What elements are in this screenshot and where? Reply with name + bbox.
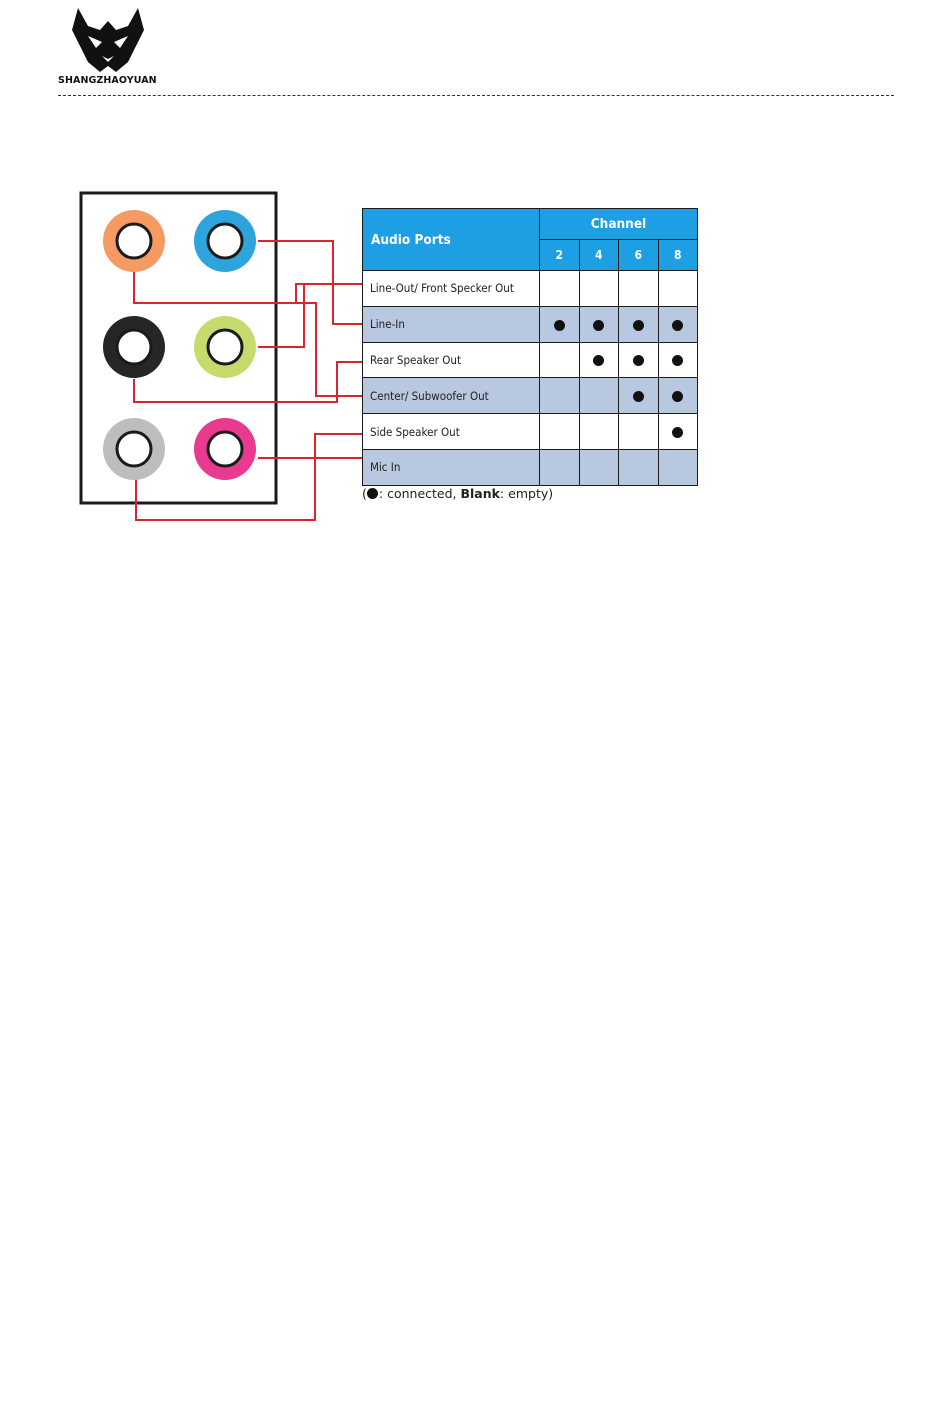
connected-dot-icon bbox=[672, 427, 683, 438]
channel-cell bbox=[540, 378, 580, 414]
jack-lime bbox=[194, 316, 256, 378]
connected-dot-icon bbox=[633, 320, 644, 331]
channel-cell bbox=[540, 306, 580, 342]
wire-orange-center-out bbox=[296, 303, 362, 396]
jack-pink bbox=[194, 418, 256, 480]
channel-cell bbox=[658, 342, 698, 378]
connected-dot-icon bbox=[593, 320, 604, 331]
audio-ports-table: Audio Ports Channel 2 4 6 8 Line-Out/ Fr… bbox=[362, 208, 698, 486]
port-label: Line-Out/ Front Specker Out bbox=[363, 271, 540, 307]
connected-dot-icon bbox=[367, 488, 378, 499]
table-row: Line-Out/ Front Specker Out bbox=[363, 271, 698, 307]
legend-note: (: connected, Blank: empty) bbox=[362, 486, 553, 501]
wire-blue-line-in bbox=[258, 241, 362, 324]
connected-dot-icon bbox=[633, 355, 644, 366]
connected-dot-icon bbox=[672, 391, 683, 402]
legend-connected-text: : connected, bbox=[379, 486, 461, 501]
legend-blank-text: : empty bbox=[500, 486, 548, 501]
channel-cell bbox=[540, 271, 580, 307]
table-row: Rear Speaker Out bbox=[363, 342, 698, 378]
connected-dot-icon bbox=[593, 355, 604, 366]
legend-blank-label: Blank bbox=[460, 486, 499, 501]
connected-dot-icon bbox=[554, 320, 565, 331]
table-row: Mic In bbox=[363, 449, 698, 485]
channel-cell bbox=[540, 342, 580, 378]
channel-8-header: 8 bbox=[658, 240, 698, 271]
channel-cell bbox=[658, 449, 698, 485]
channel-header: Channel bbox=[540, 209, 698, 240]
wire-lime-line-out bbox=[258, 284, 304, 347]
jack-blue bbox=[194, 210, 256, 272]
channel-cell bbox=[579, 378, 619, 414]
channel-cell bbox=[658, 414, 698, 450]
connected-dot-icon bbox=[672, 355, 683, 366]
audio-ports-header: Audio Ports bbox=[363, 209, 540, 271]
channel-cell bbox=[658, 271, 698, 307]
channel-cell bbox=[619, 378, 659, 414]
channel-cell bbox=[579, 449, 619, 485]
jack-gray bbox=[103, 418, 165, 480]
channel-cell bbox=[579, 306, 619, 342]
jack-black bbox=[103, 316, 165, 378]
port-label: Rear Speaker Out bbox=[363, 342, 540, 378]
channel-cell bbox=[579, 414, 619, 450]
channel-4-header: 4 bbox=[579, 240, 619, 271]
channel-cell bbox=[579, 271, 619, 307]
channel-cell bbox=[619, 449, 659, 485]
wire-orange-line-out bbox=[134, 271, 362, 303]
table-row: Side Speaker Out bbox=[363, 414, 698, 450]
channel-cell bbox=[619, 414, 659, 450]
connected-dot-icon bbox=[633, 391, 644, 402]
channel-cell bbox=[619, 342, 659, 378]
channel-cell bbox=[540, 414, 580, 450]
channel-cell bbox=[540, 449, 580, 485]
channel-cell bbox=[658, 306, 698, 342]
channel-cell bbox=[579, 342, 619, 378]
port-label: Mic In bbox=[363, 449, 540, 485]
table-row: Line-In bbox=[363, 306, 698, 342]
channel-cell bbox=[619, 306, 659, 342]
channel-2-header: 2 bbox=[540, 240, 580, 271]
port-label: Line-In bbox=[363, 306, 540, 342]
jack-orange bbox=[103, 210, 165, 272]
table-row: Center/ Subwoofer Out bbox=[363, 378, 698, 414]
port-label: Center/ Subwoofer Out bbox=[363, 378, 540, 414]
channel-cell bbox=[619, 271, 659, 307]
channel-cell bbox=[658, 378, 698, 414]
port-label: Side Speaker Out bbox=[363, 414, 540, 450]
channel-6-header: 6 bbox=[619, 240, 659, 271]
connected-dot-icon bbox=[672, 320, 683, 331]
